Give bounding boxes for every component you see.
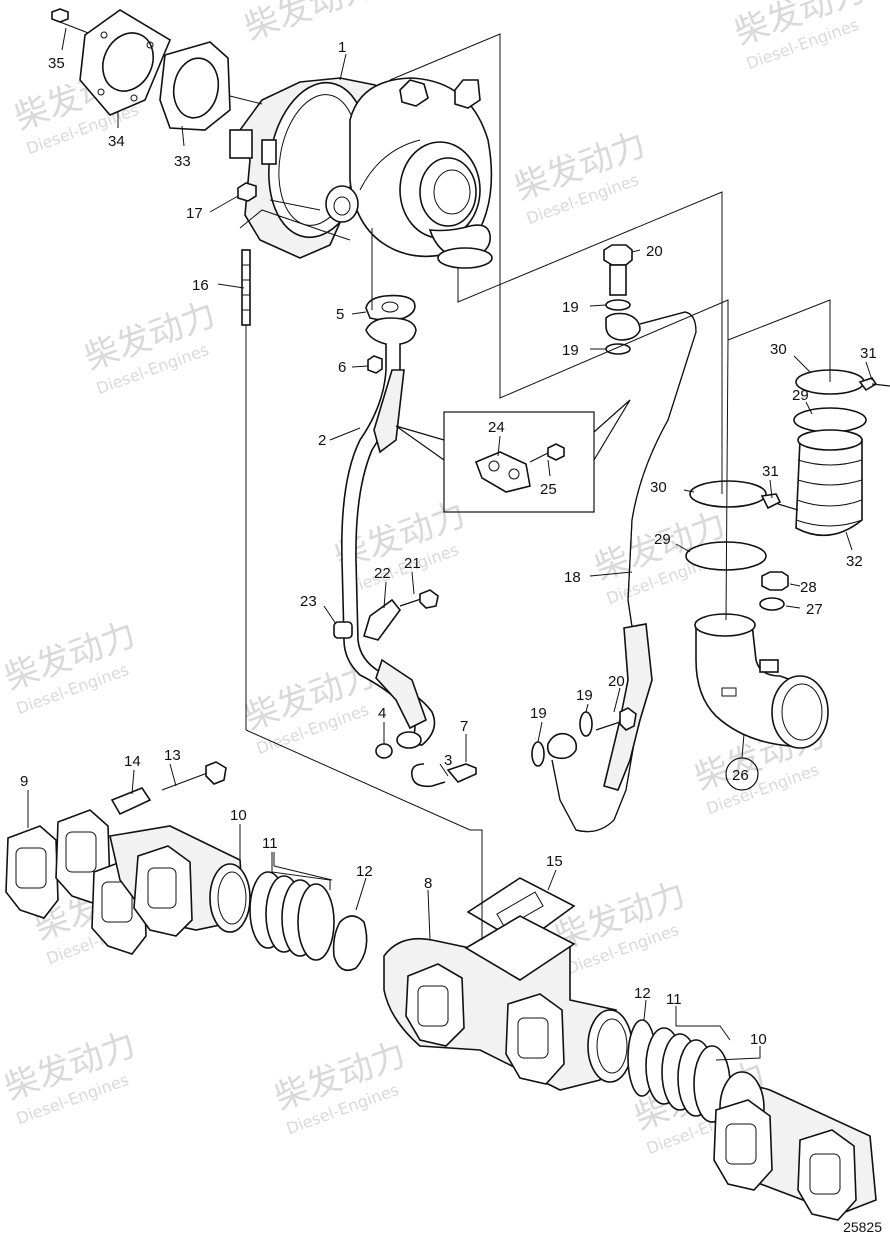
callout-9: 9 — [20, 773, 28, 790]
banjo-bolt-20 — [603, 244, 633, 296]
callout-6: 6 — [338, 359, 346, 376]
manifold-10 — [109, 825, 251, 937]
callout-21: 21 — [404, 555, 421, 572]
flange-34 — [79, 9, 172, 116]
callout-10: 10 — [750, 1031, 767, 1048]
bolt-21 — [399, 589, 439, 609]
callout-labels: 1 2 3 4 5 6 7 8 9 10 10 11 11 12 12 13 1… — [20, 39, 877, 1048]
callout-19: 19 — [576, 687, 593, 704]
callout-12: 12 — [356, 863, 373, 880]
callout-5: 5 — [336, 306, 344, 323]
washer-19 — [605, 299, 631, 311]
washer-19 — [579, 711, 593, 737]
callout-25: 25 — [540, 481, 557, 498]
callout-11: 11 — [262, 835, 278, 852]
callout-34: 34 — [108, 133, 125, 150]
callout-29: 29 — [792, 387, 809, 404]
callout-17: 17 — [186, 205, 203, 222]
callout-27: 27 — [806, 601, 823, 618]
manifold-10 — [713, 1071, 877, 1221]
washer-27 — [759, 597, 785, 611]
bolt-13 — [161, 761, 227, 791]
callout-29: 29 — [654, 531, 671, 548]
callout-11: 11 — [666, 991, 682, 1008]
clip-24 — [474, 451, 531, 493]
parts-layer — [5, 8, 890, 1221]
callout-19: 19 — [562, 299, 579, 316]
callout-26-circle — [725, 757, 759, 791]
clamp-3 — [410, 763, 477, 788]
washer-19 — [531, 741, 545, 767]
callout-2: 2 — [318, 432, 326, 449]
turbocharger-1 — [229, 77, 493, 269]
callout-30: 30 — [650, 479, 667, 496]
bellows-11 — [249, 871, 335, 961]
callout-35: 35 — [48, 55, 65, 72]
ring-12 — [332, 915, 368, 972]
callout-10: 10 — [230, 807, 247, 824]
callout-23: 23 — [300, 593, 317, 610]
elbow-26 — [694, 613, 829, 749]
bolt-6 — [367, 355, 383, 374]
spacer-23 — [333, 621, 353, 639]
clamp-30 — [795, 369, 890, 395]
detail-box — [443, 411, 595, 513]
callout-22: 22 — [374, 565, 391, 582]
callout-28: 28 — [800, 579, 817, 596]
gasket-33 — [159, 41, 231, 131]
banjo-bolt-20 — [595, 707, 637, 731]
callout-31: 31 — [860, 345, 877, 362]
callout-3: 3 — [444, 752, 452, 769]
clamp-30 — [689, 480, 799, 511]
callout-33: 33 — [174, 153, 191, 170]
callout-13: 13 — [164, 747, 181, 764]
nut-17 — [237, 182, 257, 202]
callout-18: 18 — [564, 569, 581, 586]
callout-26: 26 — [732, 767, 749, 784]
spacer-14 — [110, 787, 152, 816]
callout-31: 31 — [762, 463, 779, 480]
o-ring-29 — [793, 407, 867, 433]
callout-8: 8 — [424, 875, 432, 892]
bolt-25 — [529, 443, 565, 463]
callout-1: 1 — [338, 39, 346, 56]
callout-12: 12 — [634, 985, 651, 1002]
bellows-11 — [645, 1027, 731, 1123]
washer-19 — [605, 343, 631, 355]
watermark-cn: 柴发动力 — [239, 0, 380, 48]
callout-7: 7 — [460, 718, 468, 735]
callout-24: 24 — [488, 419, 505, 436]
oil-feed-pipe-18 — [546, 311, 697, 833]
callout-20: 20 — [646, 243, 663, 260]
plug-28 — [761, 571, 789, 591]
bellows-32 — [795, 429, 863, 537]
callout-15: 15 — [546, 853, 563, 870]
manifold-8 — [383, 915, 633, 1091]
callout-19: 19 — [530, 705, 547, 722]
callout-32: 32 — [846, 553, 863, 570]
gaskets-9 — [5, 809, 147, 955]
diagram-number: 25825 — [843, 1219, 882, 1235]
callout-30: 30 — [770, 341, 787, 358]
callout-20: 20 — [608, 673, 625, 690]
callout-16: 16 — [192, 277, 209, 294]
gasket-5 — [365, 294, 416, 321]
leader-lines — [27, 27, 873, 1061]
callout-19: 19 — [562, 342, 579, 359]
bracket-22 — [363, 598, 402, 641]
assembly-lines — [229, 33, 831, 940]
o-ring-4 — [375, 743, 393, 759]
callout-4: 4 — [378, 705, 386, 722]
callout-14: 14 — [124, 753, 141, 770]
oil-return-pipe-2 — [341, 317, 436, 749]
